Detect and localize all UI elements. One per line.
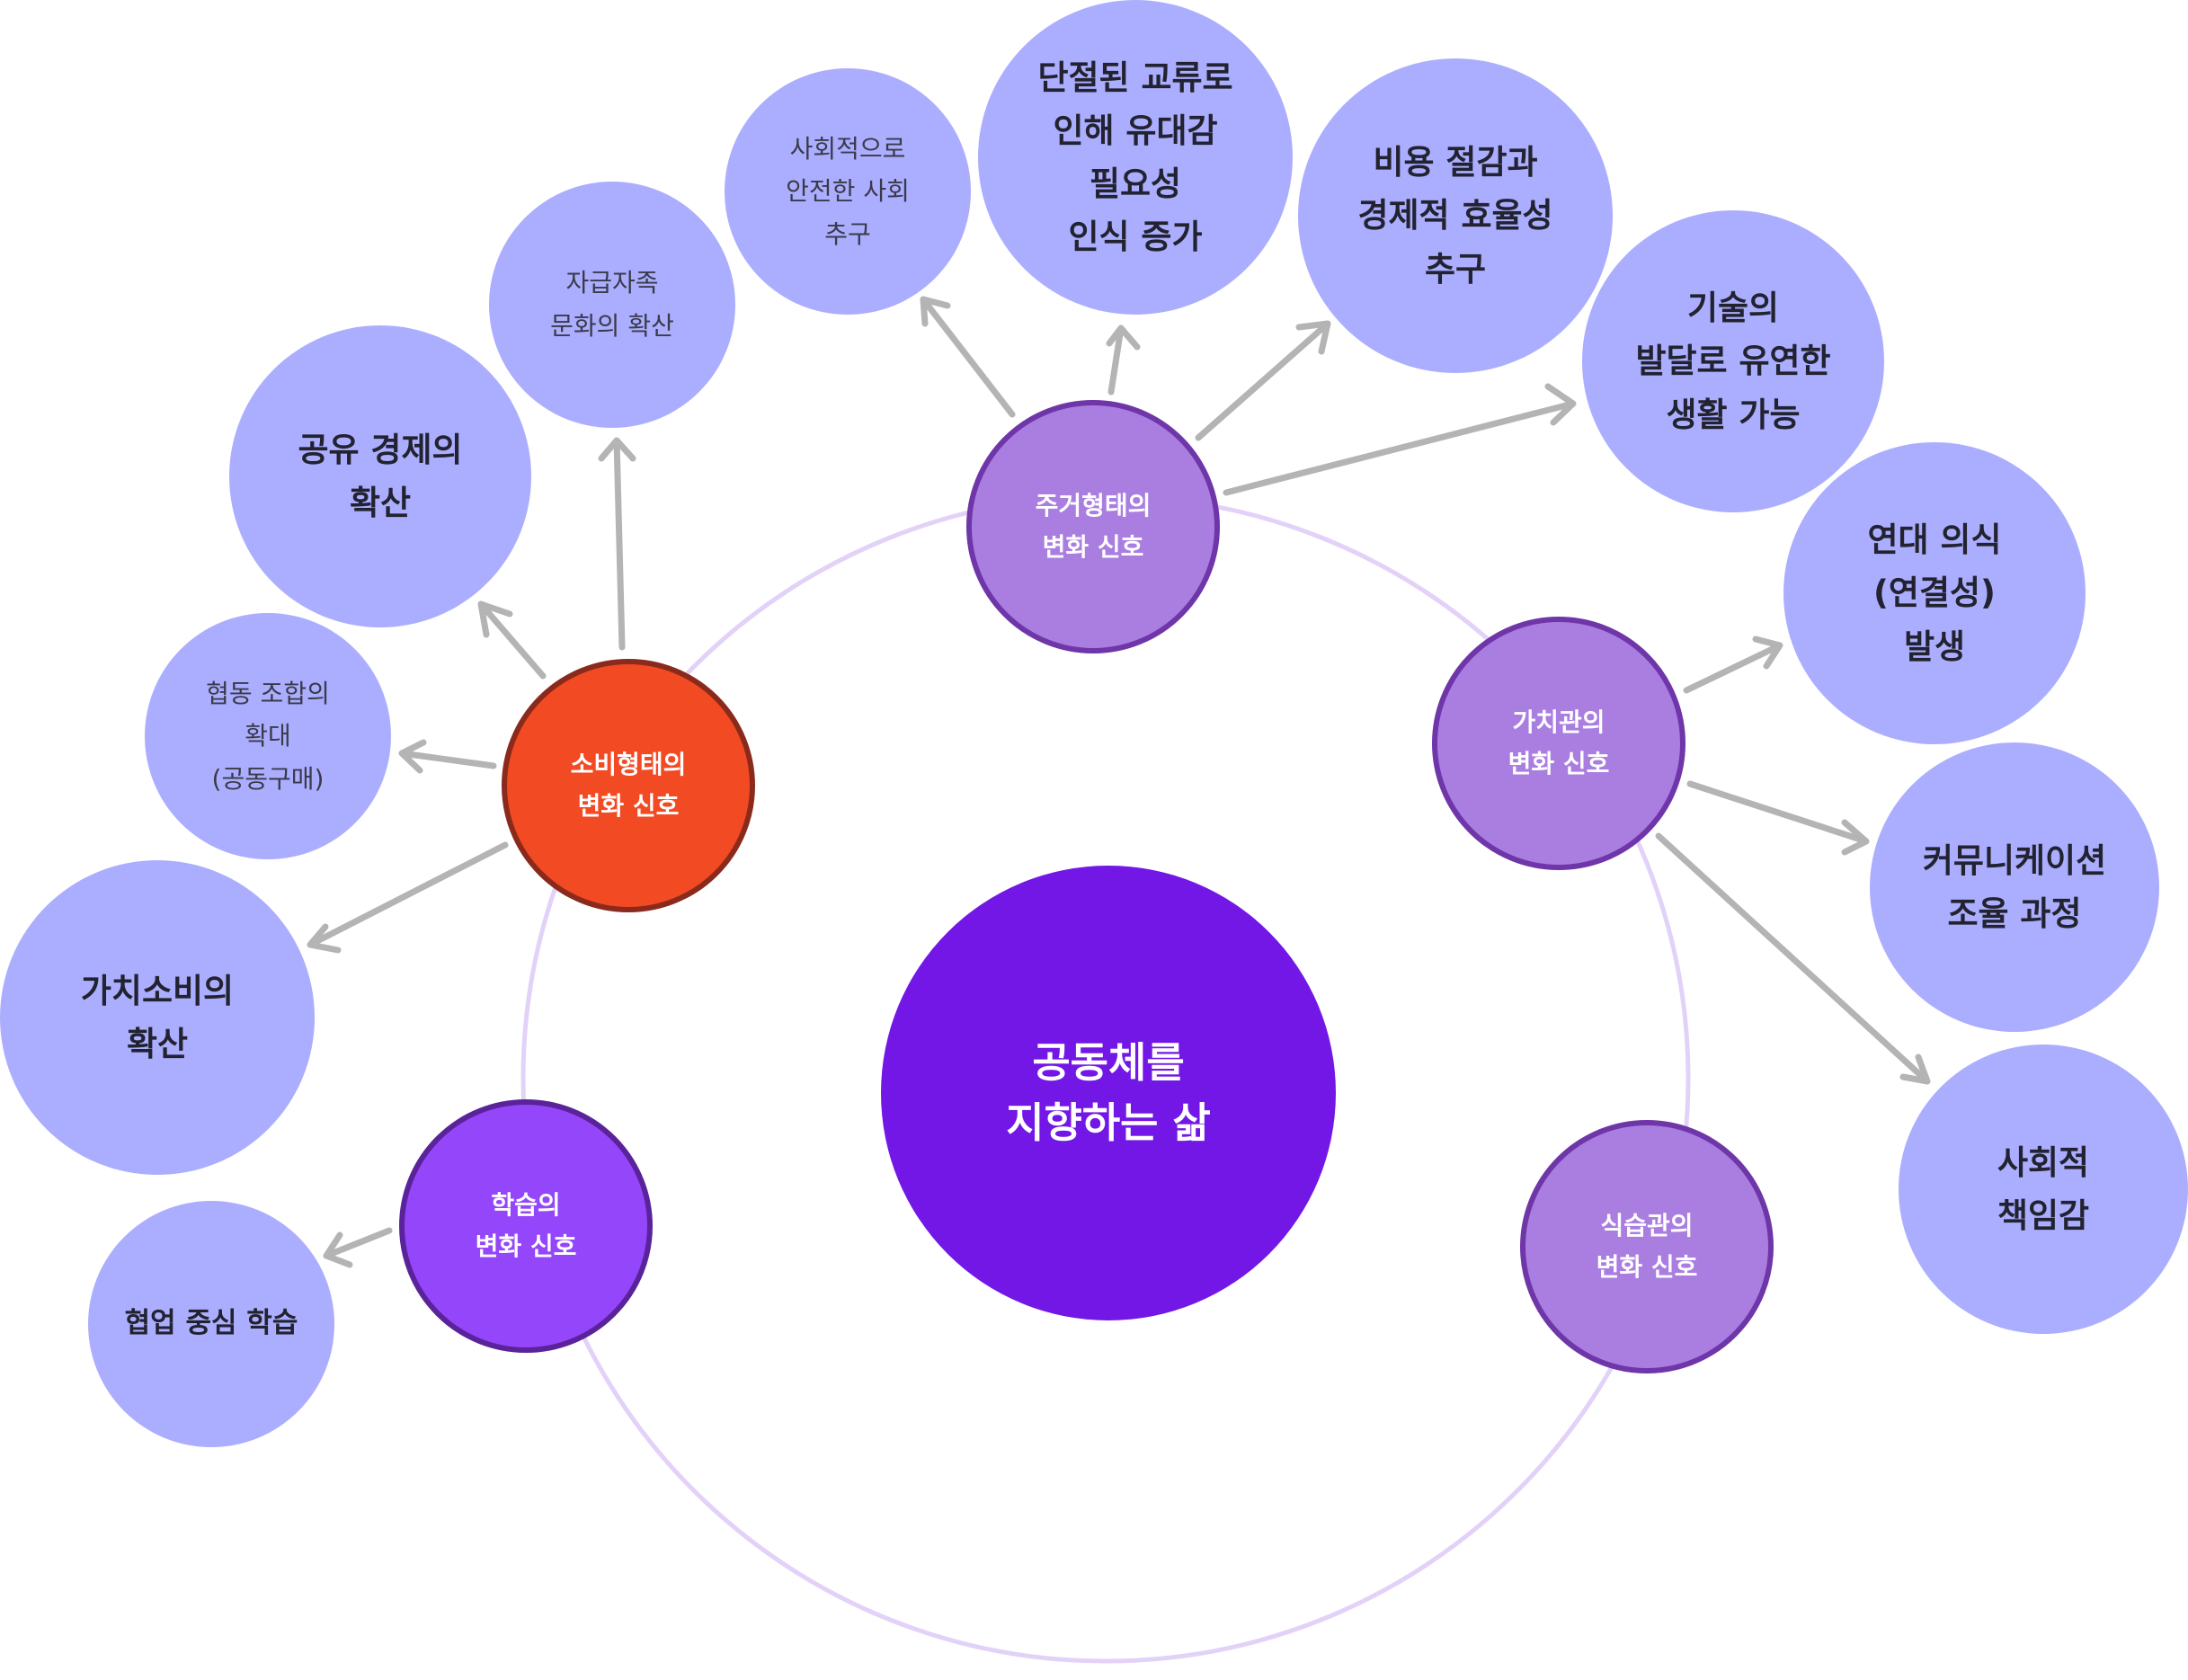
arrow-to-solidarity xyxy=(1683,636,1783,694)
center-node: 공동체를 지향하는 삶 xyxy=(881,866,1336,1320)
leaf-label: 커뮤니케이션 조율 과정 xyxy=(1922,840,2107,933)
hub-consumption-signal: 소비형태의 변화 신호 xyxy=(502,659,755,912)
leaf-solidarity: 연대 의식 (연결성) 발생 xyxy=(1783,442,2086,744)
leaf-label: 가치소비의 확산 xyxy=(80,971,235,1063)
leaf-technology: 기술의 발달로 유연한 생활 가능 xyxy=(1582,210,1884,512)
leaf-label: 연대 의식 (연결성) 발생 xyxy=(1867,520,2002,666)
leaf-label: 단절된 교류로 인해 유대감 필요성 인식 증가 xyxy=(1037,58,1233,257)
hub-label: 식습관의 변화 신호 xyxy=(1596,1210,1698,1282)
hub-label: 소비형태의 변화 신호 xyxy=(570,749,687,821)
center-label: 공동체를 지향하는 삶 xyxy=(1006,1038,1211,1147)
leaf-responsibility: 사회적 책임감 xyxy=(1899,1044,2188,1334)
leaf-collab-learning: 협업 중심 학습 xyxy=(88,1201,334,1447)
hub-diet-signal: 식습관의 변화 신호 xyxy=(1520,1120,1774,1373)
arrow-to-collab-learning xyxy=(323,1227,393,1268)
arrow-to-cost-saving xyxy=(1195,320,1331,441)
hub-values-signal: 가치관의 변화 신호 xyxy=(1432,617,1685,870)
leaf-value-consumption: 가치소비의 확산 xyxy=(0,860,315,1175)
leaf-label: 공유 경제의 확산 xyxy=(298,430,463,522)
hub-label: 주거형태의 변화 신호 xyxy=(1035,490,1152,562)
leaf-safe-society: 사회적으로 안전한 사회 추구 xyxy=(725,68,971,315)
leaf-sharing-economy: 공유 경제의 확산 xyxy=(229,325,531,627)
leaf-label: 자급자족 문화의 확산 xyxy=(550,268,674,341)
arrow-to-bonding xyxy=(1106,324,1141,396)
arrow-to-communication xyxy=(1686,780,1870,856)
leaf-label: 비용 절감과 경제적 효율성 추구 xyxy=(1357,143,1553,289)
leaf-label: 기술의 발달로 유연한 생활 가능 xyxy=(1635,289,1831,434)
leaf-communication: 커뮤니케이션 조율 과정 xyxy=(1870,742,2159,1032)
hub-learning-signal: 학습의 변화 신호 xyxy=(399,1099,653,1353)
arrow-to-self-sufficiency xyxy=(598,437,636,651)
leaf-cooperative: 협동 조합의 확대 (공동구매) xyxy=(145,613,391,859)
arrow-to-cooperative xyxy=(398,739,497,774)
hub-housing-signal: 주거형태의 변화 신호 xyxy=(966,400,1220,653)
arrow-group xyxy=(307,296,1931,1268)
arrow-to-value-consumption xyxy=(307,841,509,954)
arrow-to-technology xyxy=(1223,383,1577,496)
leaf-label: 사회적으로 안전한 사회 추구 xyxy=(786,133,910,249)
arrow-to-safe-society xyxy=(920,296,1016,418)
leaf-self-sufficiency: 자급자족 문화의 확산 xyxy=(489,182,735,428)
hub-label: 학습의 변화 신호 xyxy=(475,1189,577,1261)
leaf-label: 협동 조합의 확대 (공동구매) xyxy=(206,678,330,794)
leaf-label: 협업 중심 학습 xyxy=(124,1307,298,1340)
leaf-bonding: 단절된 교류로 인해 유대감 필요성 인식 증가 xyxy=(978,0,1293,315)
arrow-to-sharing-economy xyxy=(477,600,547,680)
hub-label: 가치관의 변화 신호 xyxy=(1508,707,1610,778)
leaf-cost-saving: 비용 절감과 경제적 효율성 추구 xyxy=(1298,58,1613,373)
leaf-label: 사회적 책임감 xyxy=(1997,1142,2090,1235)
arrow-to-responsibility xyxy=(1655,832,1931,1085)
